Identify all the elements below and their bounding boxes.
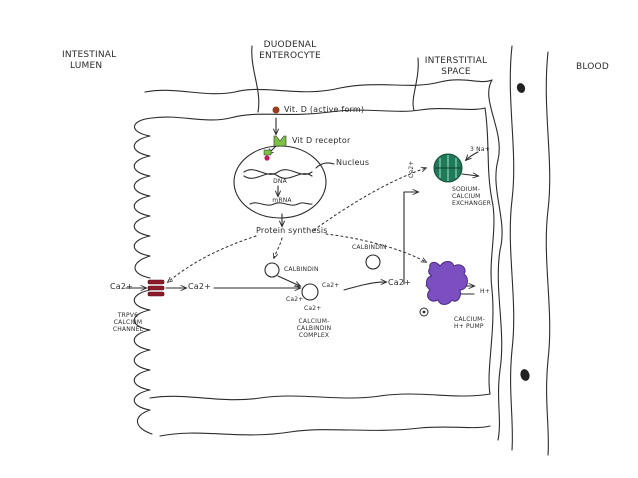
calbindin-right-label: CALBINDIN <box>352 244 387 251</box>
complex-line-2: CALBINDIN <box>296 325 332 332</box>
dna-label: DNA <box>273 178 287 185</box>
blood-vessel-right-wall <box>545 51 551 456</box>
complex-line-1: CALCIUM- <box>298 318 330 325</box>
intestinal-lumen-label: INTESTINAL LUMEN <box>62 50 116 72</box>
vit-d-receptor-label: Vit D receptor <box>292 136 351 145</box>
bottom-border <box>159 425 491 437</box>
apical-top-border <box>144 79 493 95</box>
duodenal-enterocyte-line-2: ENTEROCYTE <box>259 51 321 61</box>
interstitial-space-line-1: INTERSTITIAL <box>424 56 488 66</box>
complex-circle <box>301 283 319 301</box>
pump-line-1: CALCIUM- <box>454 316 485 323</box>
synthesis-to-channel <box>168 235 257 282</box>
interstitial-divider <box>412 57 419 111</box>
ca-lumen-label: Ca2+ <box>110 282 134 291</box>
duodenal-enterocyte-line-1: DUODENAL <box>263 40 317 50</box>
synthesis-to-calbindin-left <box>274 237 283 258</box>
exchanger-line-2: CALCIUM <box>452 193 481 200</box>
exchanger-line-3: EXCHANGER <box>452 200 492 207</box>
to-exchanger-arrow <box>403 192 418 285</box>
vit-d-receptor-icon <box>273 135 287 147</box>
calbindin-left-label: CALBINDIN <box>284 266 319 273</box>
blood-cell-lower <box>520 369 530 381</box>
basal-lower-border <box>149 393 491 401</box>
complex-line-3: COMPLEX <box>298 332 330 339</box>
interstitial-space-label: INTERSTITIAL SPACE <box>425 56 487 78</box>
ca-complex-right-label: Ca2+ <box>322 282 340 289</box>
trpv6-line-3: CHANNEL <box>112 326 144 333</box>
sodium-calcium-exchanger-label: SODIUM- CALCIUM EXCHANGER <box>452 186 491 207</box>
synthesis-to-pump <box>325 233 426 262</box>
calcium-pump-icon <box>425 261 468 305</box>
dna-binding-marker <box>263 149 272 161</box>
trpv6-line-1: TRPV6 <box>117 312 139 319</box>
ca-complex-left-label: Ca2+ <box>286 296 304 303</box>
pump-line-2: H+ PUMP <box>454 323 484 330</box>
mrna-strand <box>249 202 313 206</box>
microvilli-border <box>133 117 153 435</box>
calbindin-right-circle <box>365 254 381 270</box>
complex-to-basolateral-arrow <box>343 282 386 291</box>
sodium-calcium-exchanger-icon <box>433 153 463 183</box>
dna-strand-b <box>243 173 313 179</box>
interstitial-wave <box>488 79 503 441</box>
atp-circle-icon <box>419 307 429 317</box>
duodenal-enterocyte-label: DUODENAL ENTEROCYTE <box>259 40 321 62</box>
na-in-arrow <box>466 151 479 160</box>
protein-synthesis-label: Protein synthesis <box>256 226 328 235</box>
calbindin-left-circle <box>264 262 280 278</box>
h-label: H+ <box>480 288 490 295</box>
ca-cytosol-label: Ca2+ <box>188 282 212 291</box>
exchanger-ca-out-arrow <box>461 174 478 176</box>
enterocyte-divider <box>251 45 260 113</box>
intestinal-lumen-line-1: INTESTINAL <box>62 50 117 60</box>
trpv6-line-2: CALCIUM <box>113 319 143 326</box>
blood-cell-upper <box>516 83 526 93</box>
calcium-calbindin-complex-label: CALCIUM- CALBINDIN COMPLEX <box>297 318 332 339</box>
vit-d-label: Vit. D (active form) <box>284 105 365 114</box>
nucleus-label: Nucleus <box>336 158 370 167</box>
intestinal-lumen-line-2: LUMEN <box>70 61 103 71</box>
exchanger-line-1: SODIUM- <box>452 186 481 193</box>
trpv6-channel-icon <box>147 279 165 297</box>
nucleus-label-leader <box>315 162 335 169</box>
calcium-pump-label: CALCIUM- H+ PUMP <box>454 316 485 330</box>
vit-d-dot <box>272 106 280 114</box>
blood-vessel-left-wall <box>509 45 515 451</box>
trpv6-label: TRPV6 CALCIUM CHANNEL <box>113 312 143 333</box>
synthesis-to-exchanger <box>313 168 426 231</box>
calbindin-to-complex-arrow <box>277 275 300 286</box>
blood-label: BLOOD <box>576 62 609 72</box>
cell-upper-border <box>151 107 486 121</box>
ca-exchanger-label: Ca2+ <box>408 160 415 178</box>
mrna-label: mRNA <box>272 197 292 204</box>
basolateral-border <box>484 107 495 395</box>
ca-complex-bottom-label: Ca2+ <box>304 305 322 312</box>
interstitial-space-line-2: SPACE <box>441 67 471 77</box>
na-label: 3 Na+ <box>470 146 490 153</box>
ca-basolateral-label: Ca2+ <box>388 278 412 287</box>
